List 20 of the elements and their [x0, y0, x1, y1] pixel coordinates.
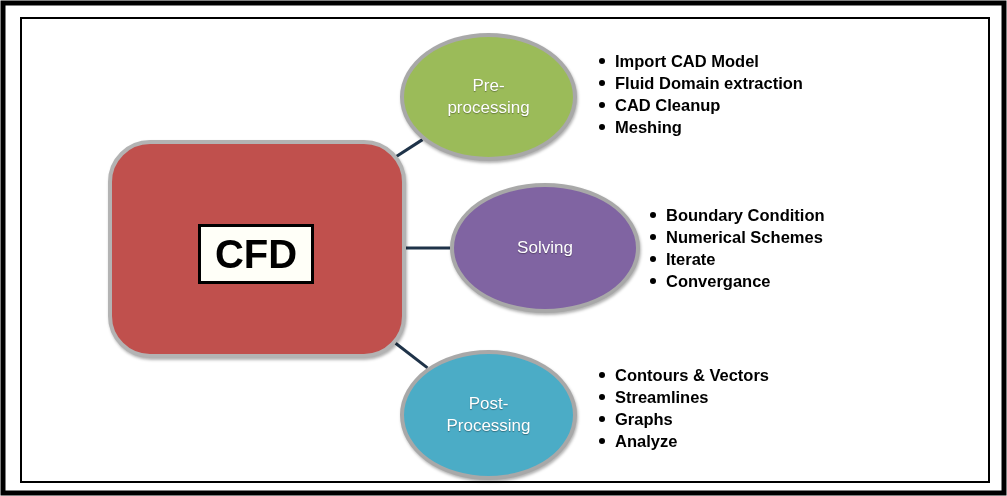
bullet-item: Meshing	[615, 117, 682, 138]
rounded-box	[108, 140, 406, 358]
node-label: Solving	[517, 237, 573, 259]
bullet-item: Boundary Condition	[666, 205, 825, 226]
bullet-item: Numerical Schemes	[666, 227, 823, 248]
title-box	[198, 224, 314, 284]
connector-line	[393, 340, 429, 370]
bullet-item: Iterate	[666, 249, 716, 270]
bullet-item: Convergance	[666, 271, 771, 292]
bullet-item: Contours & Vectors	[615, 365, 770, 386]
bullet-item: Streamlines	[615, 387, 709, 408]
bullet-item: Fluid Domain extraction	[615, 73, 803, 94]
bullet-item: Analyze	[615, 431, 678, 452]
bullet-item: Graphs	[615, 409, 673, 430]
connector-line	[406, 246, 450, 250]
title-text: CFD	[214, 231, 298, 277]
node-label: Pre- processing	[446, 75, 531, 119]
node-label: Post- Processing	[445, 393, 532, 437]
bullet-item: CAD Cleanup	[615, 95, 721, 116]
bullet-item: Import CAD Model	[615, 51, 759, 72]
